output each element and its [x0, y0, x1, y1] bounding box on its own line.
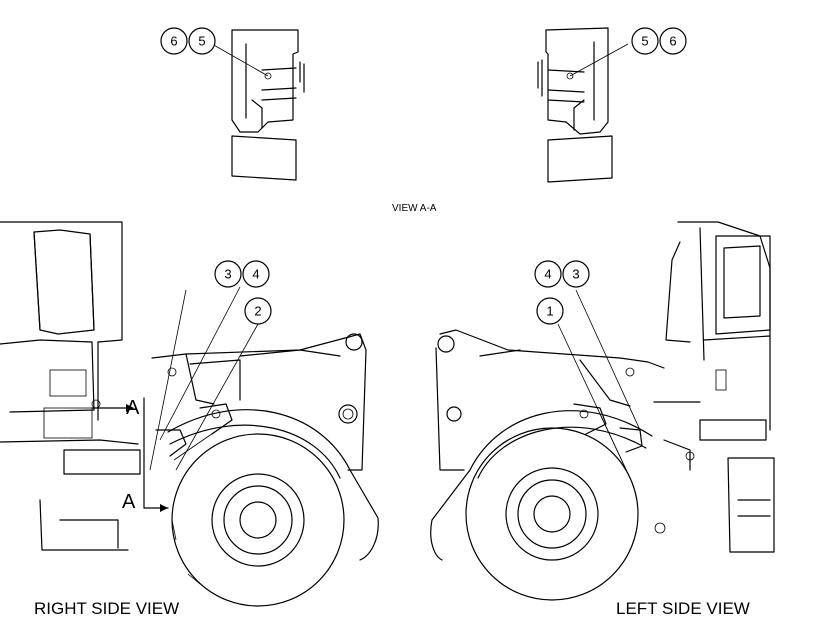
callout-5-view-aa-left: 5: [188, 27, 216, 55]
view-aa-label: VIEW A-A: [392, 203, 437, 214]
callout-number: 6: [669, 34, 676, 49]
right-side-view-label: RIGHT SIDE VIEW: [34, 599, 179, 618]
left-side-view-machine: [430, 221, 775, 601]
callout-6-view-aa-right: 6: [659, 27, 687, 55]
callout-number: 6: [170, 34, 177, 49]
callout-4-right-view: 4: [242, 260, 270, 288]
callout-number: 4: [544, 267, 551, 282]
callout-4-left-view: 4: [534, 260, 562, 288]
callout-number: 5: [641, 34, 648, 49]
left-side-view-label: LEFT SIDE VIEW: [616, 599, 750, 618]
callout-number: 1: [546, 304, 553, 319]
callout-3-left-view: 3: [562, 260, 590, 288]
callout-1-left-view: 1: [536, 297, 564, 325]
callout-leaders: [149, 286, 641, 479]
section-marker-a-upper: A: [126, 397, 140, 419]
view-aa-right-detail: [537, 27, 629, 183]
callout-number: 2: [254, 304, 261, 319]
callout-2-right-view: 2: [244, 297, 272, 325]
callout-number: 3: [572, 267, 579, 282]
callout-5-view-aa-right: 5: [631, 27, 659, 55]
callout-6-view-aa-left: 6: [160, 27, 188, 55]
callout-number: 3: [224, 267, 231, 282]
section-marker-a-lower: A: [122, 491, 136, 513]
right-side-view-machine: [0, 221, 379, 607]
view-aa-left-detail: [211, 29, 305, 181]
callout-number: 5: [198, 34, 205, 49]
callout-number: 4: [252, 267, 259, 282]
callout-3-right-view: 3: [214, 260, 242, 288]
